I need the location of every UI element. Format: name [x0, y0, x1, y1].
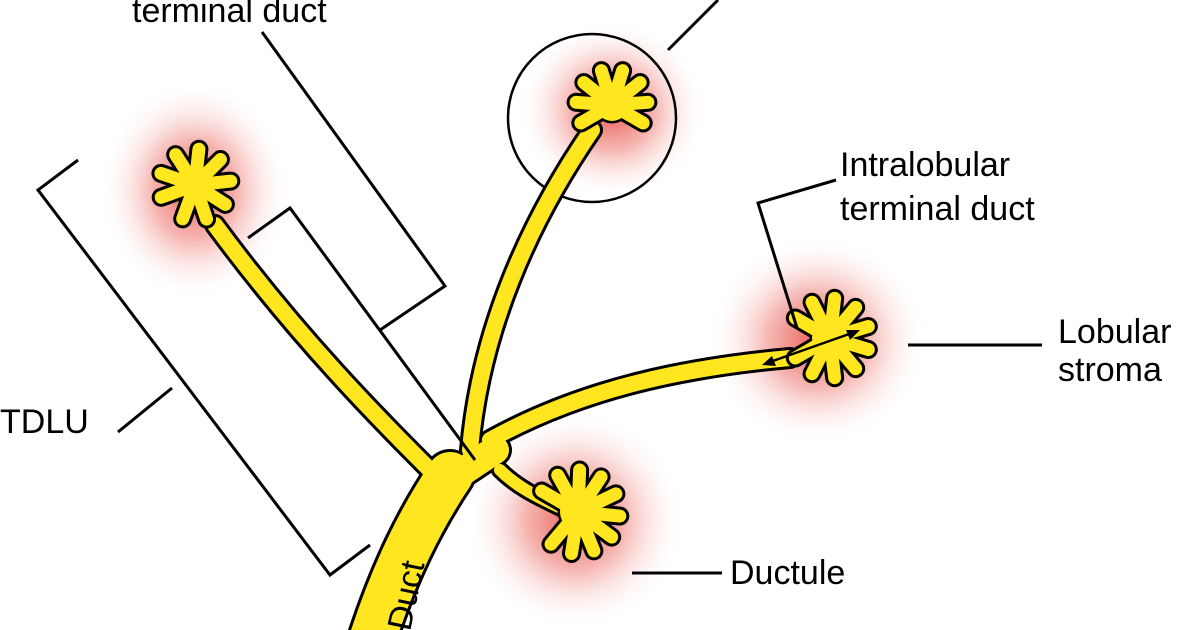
lobular-stroma-label-line1: Lobular: [1058, 313, 1171, 351]
top-terminal-duct-label: terminal duct: [132, 0, 327, 30]
top-center-lobule: [566, 61, 658, 133]
leader-top-label-inner: [247, 205, 477, 461]
ductule-label: Ductule: [730, 554, 845, 592]
leader-lines: [35, 0, 1042, 578]
lobule-core: [596, 89, 628, 121]
lobule-core: [560, 494, 596, 530]
leader-top-label: [260, 31, 448, 332]
intralobular-duct-arrow: [762, 330, 860, 366]
intralobular-label-line2: terminal duct: [840, 190, 1035, 228]
lobule-core: [181, 171, 209, 199]
leader-circle: [666, 0, 720, 52]
leader-tdlu: [117, 386, 173, 434]
lower-lobule: [532, 460, 630, 563]
lobule-highlight-circle: [506, 32, 678, 204]
leader-intralobular: [756, 178, 837, 329]
tdlu-label: TDLU: [0, 403, 89, 441]
lobular-stroma-label-line2: stroma: [1058, 351, 1162, 389]
duct-tree-fill: [207, 122, 798, 630]
labels: terminal duct Intralobular terminal duct…: [0, 0, 1171, 630]
lobules: [151, 61, 878, 563]
upper-left-lobule: [151, 139, 241, 229]
intralobular-label-line1: Intralobular: [840, 146, 1010, 184]
lobule-core: [812, 320, 848, 356]
tdlu-bracket: [35, 158, 371, 578]
